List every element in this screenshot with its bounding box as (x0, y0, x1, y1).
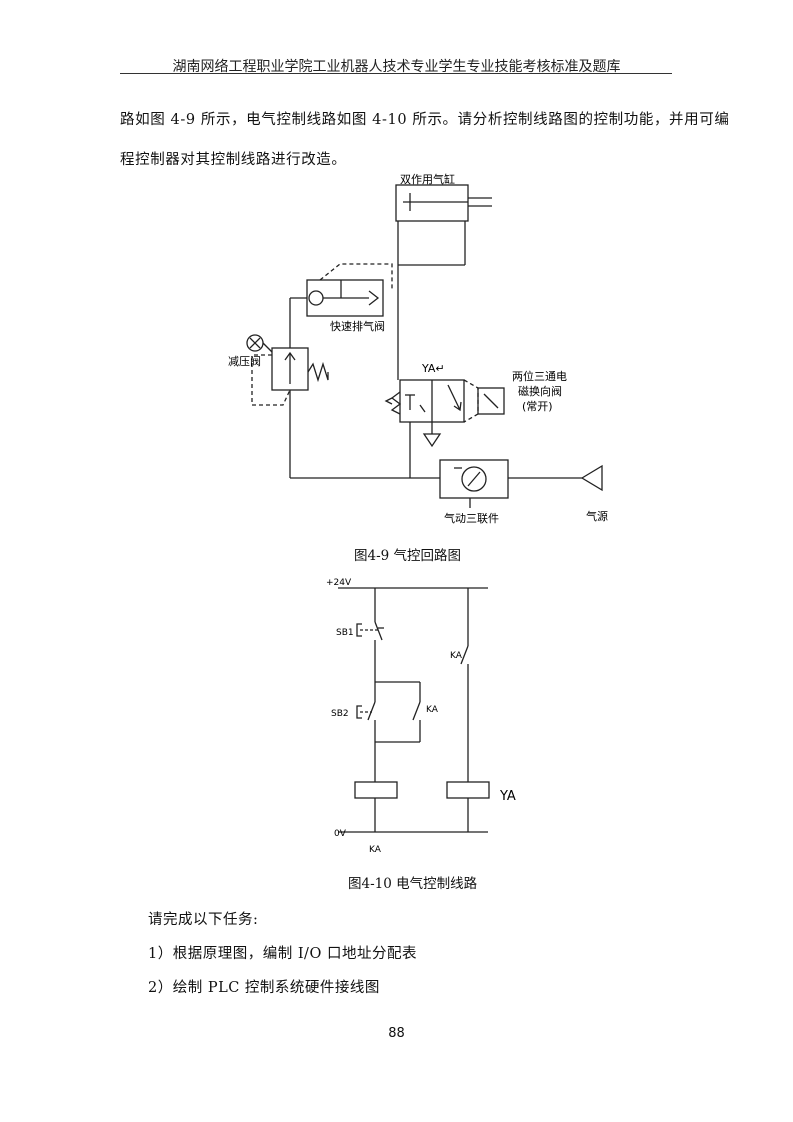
label-frl: 气动三联件 (444, 511, 499, 525)
page-header: 湖南网络工程职业学院工业机器人技术专业学生专业技能考核标准及题库 (172, 59, 621, 75)
tasks-intro: 请完成以下任务: (148, 912, 259, 928)
page-number: 88 (388, 1026, 405, 1041)
paragraph-line-1: 路如图 4-9 所示，电气控制线路如图 4-10 所示。请分析控制线路图的控制功… (120, 112, 730, 128)
label-source: 气源 (586, 509, 608, 523)
label-ya-coil: YA (499, 789, 516, 804)
figure-4-10-caption: 图4-10 电气控制线路 (348, 876, 478, 892)
label-cylinder: 双作用气缸 (400, 172, 455, 186)
paragraph-line-2: 程控制器对其控制线路进行改造。 (120, 152, 347, 168)
label-solenoid-tag: YA↵ (421, 362, 445, 375)
ka-coil (354, 781, 398, 799)
label-ka-contact: KA (450, 651, 463, 661)
task-1: 1）根据原理图，编制 I/O 口地址分配表 (148, 946, 417, 962)
header-rule (120, 73, 672, 74)
task-2: 2）绘制 PLC 控制系统硬件接线图 (148, 980, 380, 996)
label-0v: 0V (334, 829, 347, 839)
label-valve-3: (常开) (522, 400, 553, 413)
label-sb2: SB2 (331, 709, 349, 719)
label-ka-hold: KA (426, 705, 439, 715)
frl-unit (439, 459, 509, 499)
double-acting-cylinder (395, 184, 469, 222)
air-source-icon (580, 464, 603, 492)
label-reducer: 减压阀 (228, 354, 261, 368)
label-ka-coil: KA (369, 845, 382, 855)
label-valve-1: 两位三通电 (512, 369, 567, 383)
label-quick-exhaust: 快速排气阀 (330, 319, 385, 333)
figure-4-9-caption: 图4-9 气控回路图 (354, 548, 462, 564)
label-sb1: SB1 (336, 628, 354, 638)
label-valve-2: 磁换向阀 (518, 384, 562, 398)
label-24v: +24V (326, 578, 352, 588)
ya-coil (446, 781, 490, 799)
